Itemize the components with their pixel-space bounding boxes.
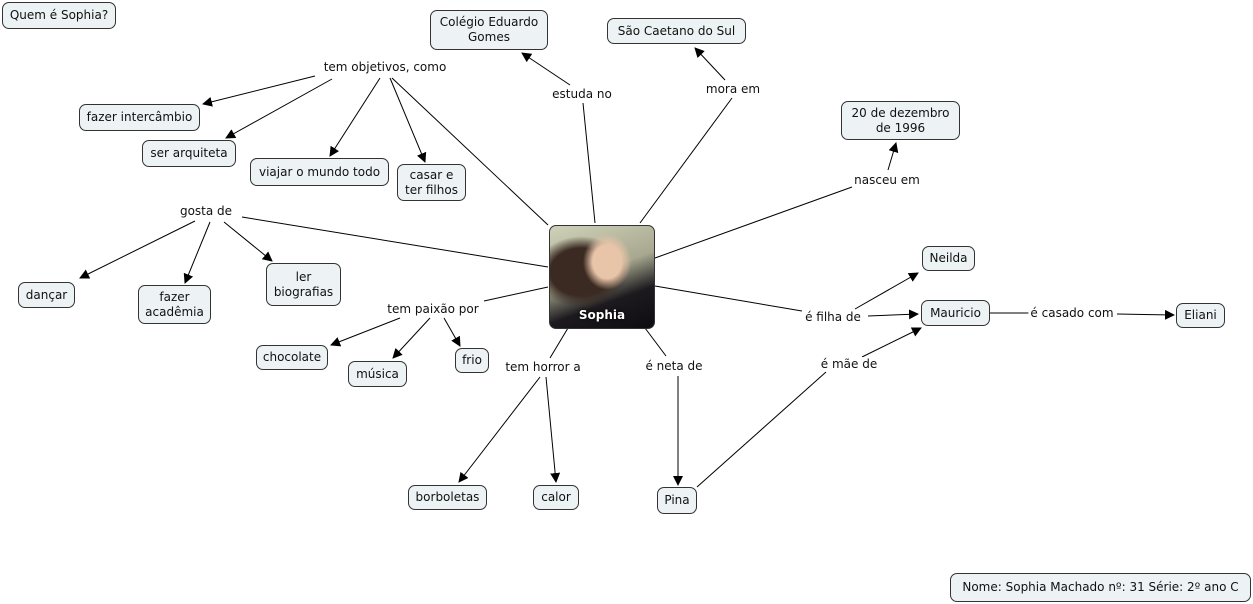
- node-calor[interactable]: calor: [533, 485, 579, 510]
- node-academia[interactable]: fazer acadêmia: [138, 285, 211, 324]
- node-musica[interactable]: música: [348, 361, 407, 387]
- arrow-connector: [223, 221, 273, 262]
- node-viajar[interactable]: viajar o mundo todo: [250, 158, 389, 186]
- node-biografias[interactable]: ler biografias: [266, 263, 341, 306]
- arrow-connector: [202, 75, 316, 107]
- link-objetivos: tem objetivos, como: [321, 60, 449, 74]
- sophia-photo-node[interactable]: Sophia: [549, 225, 655, 329]
- arrow-connector: [79, 220, 196, 279]
- connector-line: [639, 97, 733, 224]
- arrow-connector: [887, 142, 899, 171]
- arrow-connector: [1116, 309, 1175, 320]
- node-neilda[interactable]: Neilda: [922, 246, 975, 271]
- arrow-connector: [861, 327, 922, 358]
- arrow-connector: [330, 317, 401, 347]
- arrow-connector: [854, 272, 919, 310]
- connector-line: [654, 186, 853, 259]
- node-chocolate[interactable]: chocolate: [256, 345, 328, 370]
- link-casado: é casado com: [1028, 306, 1116, 320]
- arrow-connector: [392, 317, 431, 359]
- arrow-connector: [545, 376, 561, 483]
- link-estuda: estuda no: [550, 87, 614, 101]
- arrow-connector: [867, 309, 919, 320]
- node-pina[interactable]: Pina: [657, 487, 697, 514]
- node-cidade[interactable]: São Caetano do Sul: [607, 18, 746, 44]
- link-gosta: gosta de: [177, 204, 235, 218]
- node-eliani[interactable]: Eliani: [1176, 303, 1225, 328]
- link-paixao: tem paixão por: [385, 302, 481, 316]
- node-colegio[interactable]: Colégio Eduardo Gomes: [430, 10, 548, 50]
- node-casar[interactable]: casar e ter filhos: [397, 164, 466, 201]
- sophia-label: Sophia: [578, 308, 626, 322]
- connector-line: [654, 285, 803, 312]
- link-mora: mora em: [703, 82, 763, 96]
- node-borboletas[interactable]: borboletas: [408, 485, 487, 510]
- connector-line: [582, 102, 596, 224]
- connector-line: [391, 77, 549, 226]
- node-frio[interactable]: frio: [455, 348, 489, 373]
- arrow-connector: [329, 77, 381, 157]
- node-dancar[interactable]: dançar: [18, 282, 75, 308]
- arrow-connector: [389, 77, 427, 163]
- node-nascimento[interactable]: 20 de dezembro de 1996: [841, 101, 960, 140]
- link-horror: tem horror a: [503, 360, 583, 374]
- connector-line: [549, 327, 569, 359]
- link-nasceu: nasceu em: [852, 173, 922, 187]
- arrow-connector: [521, 52, 571, 86]
- arrow-connector: [225, 78, 333, 139]
- connector-line: [241, 216, 549, 268]
- link-mae: é mãe de: [818, 357, 880, 371]
- link-neta: é neta de: [643, 359, 705, 373]
- arrow-connector: [443, 317, 461, 347]
- link-filha: é filha de: [803, 310, 863, 324]
- title-node[interactable]: Quem é Sophia?: [2, 2, 116, 29]
- arrow-connector: [183, 221, 211, 284]
- connector-line: [696, 371, 827, 488]
- node-intercambio[interactable]: fazer intercâmbio: [79, 104, 200, 131]
- footer-node[interactable]: Nome: Sophia Machado nº: 31 Série: 2º an…: [950, 573, 1251, 602]
- connector-line: [483, 286, 549, 302]
- connector-line: [644, 327, 667, 357]
- node-mauricio[interactable]: Mauricio: [921, 300, 990, 326]
- arrow-connector: [458, 376, 541, 483]
- arrow-connector: [694, 47, 726, 81]
- node-arquiteta[interactable]: ser arquiteta: [142, 140, 236, 167]
